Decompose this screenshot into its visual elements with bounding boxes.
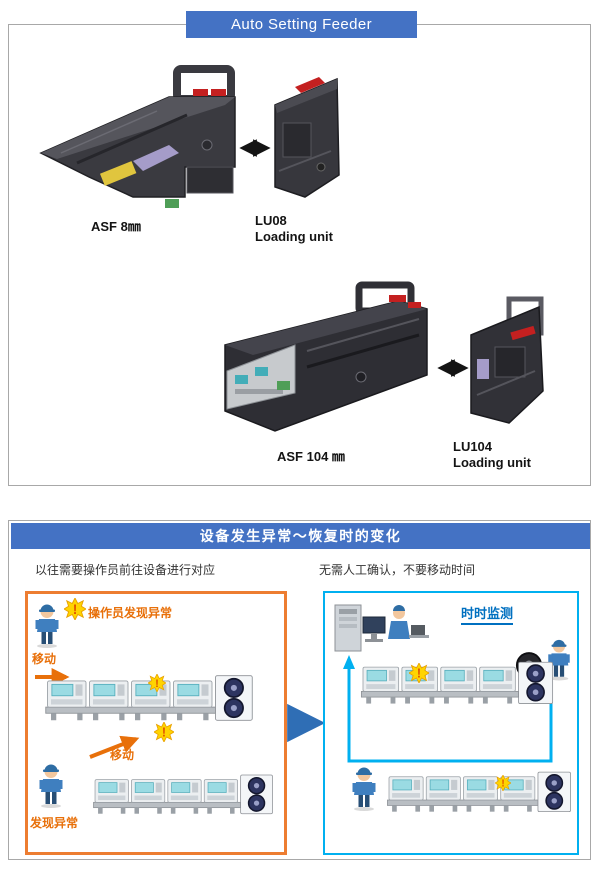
move-label-2: 移动 (110, 748, 135, 762)
operator-icon (36, 762, 66, 808)
asf-104mm-label: ASF 104 ㎜ (277, 449, 345, 464)
after-box: 时时监测 (323, 591, 579, 855)
abnormality-recovery-panel: 设备发生异常～恢复时的变化 以往需要操作员前往设备进行对应 无需人工确认，不要移… (8, 520, 591, 860)
warning-icon (495, 775, 511, 791)
lu104-label: LU104 Loading unit (453, 439, 531, 472)
lu104-loading-unit-illustration (470, 296, 544, 424)
warning-icon (154, 722, 174, 742)
lu08-type: Loading unit (255, 229, 333, 245)
lu08-name: LU08 (255, 213, 287, 228)
asf-8mm-feeder-illustration (39, 65, 236, 208)
flow-arrow-icon: ▶ (287, 691, 326, 747)
after-heading: 无需人工确认，不要移动时间 (319, 563, 476, 577)
before-box: 操作员发现异常 移动 移动 发现异常 (25, 591, 287, 855)
move-label-1: 移动 (32, 652, 57, 666)
lu104-type: Loading unit (453, 455, 531, 471)
lu08-label: LU08 Loading unit (255, 213, 333, 246)
asf-104mm-feeder-illustration (224, 281, 428, 432)
smt-line-illustration (92, 772, 274, 816)
found-abnormal-label: 发现异常 (30, 816, 79, 830)
warning-icon (64, 598, 86, 620)
smt-line-illustration (359, 659, 555, 706)
warning-icon (148, 674, 166, 692)
bottom-panel-title: 设备发生异常～恢复时的变化 (11, 523, 590, 549)
exchange-arrow-icon: ◀▶ (437, 352, 468, 379)
before-heading: 以往需要操作员前往设备进行对应 (35, 563, 216, 577)
move-arrow-icon (35, 668, 70, 686)
asf-8mm-label: ASF 8㎜ (91, 219, 141, 234)
top-panel-title: Auto Setting Feeder (186, 11, 417, 38)
lu08-loading-unit-illustration (274, 77, 340, 198)
operator-icon (349, 765, 379, 811)
lu104-name: LU104 (453, 439, 493, 454)
auto-setting-feeder-panel: Auto Setting Feeder ◀▶ ASF (8, 11, 591, 486)
exchange-arrow-icon: ◀▶ (239, 132, 270, 159)
move-arrow-icon (89, 735, 140, 759)
smt-line-illustration (385, 769, 573, 814)
operator-icon (32, 602, 62, 648)
operator-found-label: 操作员发现异常 (88, 606, 173, 620)
warning-icon (409, 663, 429, 683)
monitoring-label: 时时监测 (461, 603, 514, 625)
monitoring-loop-arrow (343, 655, 553, 763)
